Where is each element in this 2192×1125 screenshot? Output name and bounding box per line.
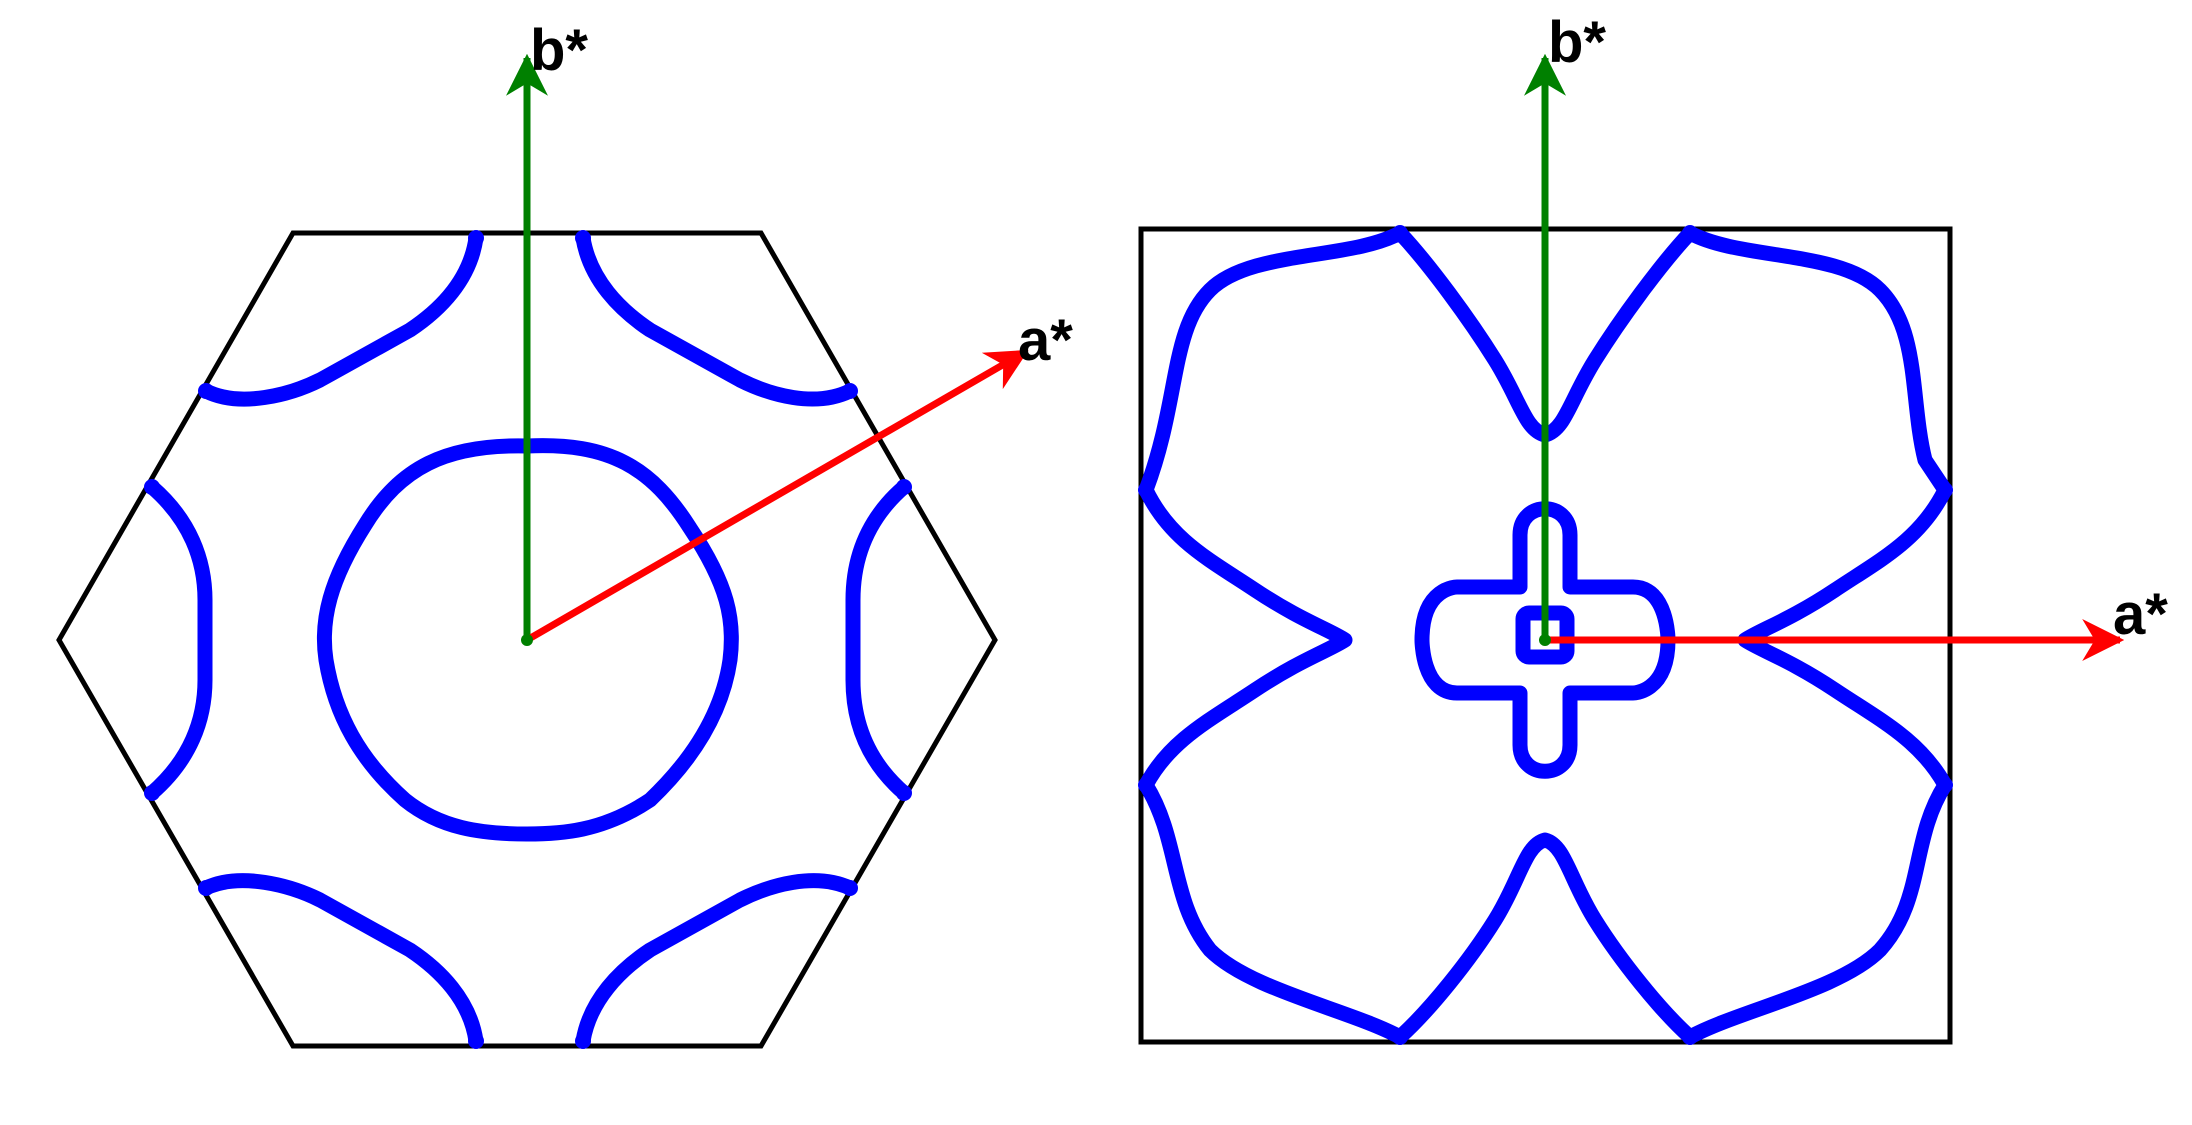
hexagonal-zone-boundary (56, 230, 998, 1049)
b-star-label-square: b* (1548, 10, 1606, 75)
a-star-label: a* (1018, 308, 1073, 373)
hexagonal-surface-endpoints (144, 230, 912, 1049)
hexagonal-zone-panel: b* a* (56, 18, 1073, 1049)
a-star-axis-arrow (525, 348, 1029, 644)
corner-pocket-top-right (575, 230, 858, 407)
central-electron-pocket (316, 438, 739, 842)
hexagonal-fermi-surface (144, 230, 912, 1049)
corner-pocket-right (845, 479, 912, 801)
a-star-label-square: a* (2113, 582, 2168, 647)
corner-pocket-left (144, 479, 213, 801)
square-surface-touchpoints (1138, 225, 1953, 1045)
corner-pocket-bottom-right (575, 873, 858, 1049)
b-star-label: b* (530, 18, 588, 83)
square-zone-panel: b* a* (1138, 10, 2168, 1045)
gamma-point (521, 634, 533, 646)
central-cross-pocket (1414, 501, 1676, 779)
corner-pocket-bottom-left (198, 873, 484, 1049)
gamma-point-square (1539, 634, 1551, 646)
corner-pocket-top-left (198, 230, 484, 407)
